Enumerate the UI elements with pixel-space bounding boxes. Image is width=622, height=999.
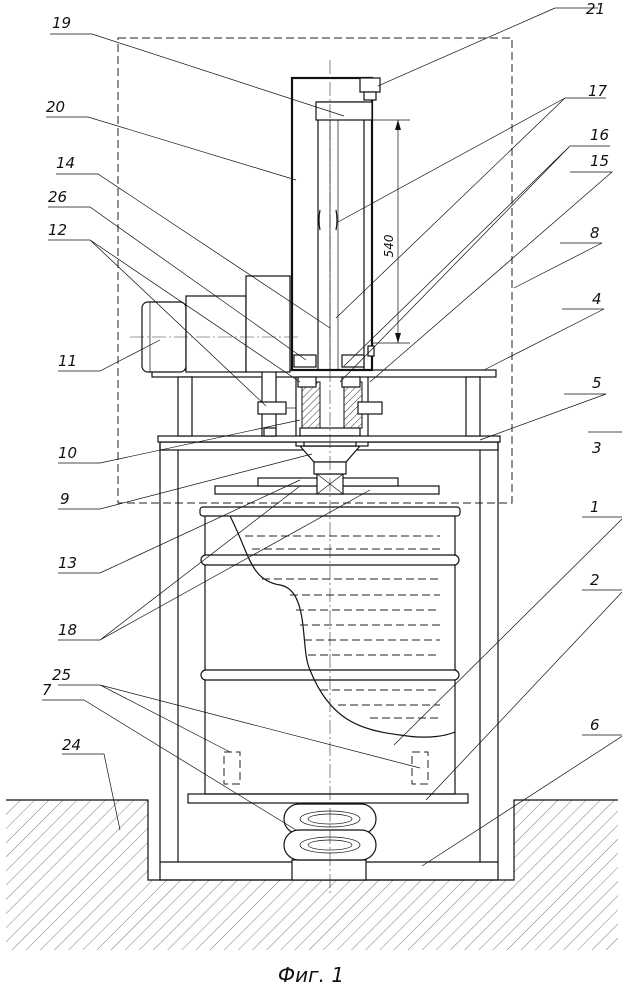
label-12: 12 — [48, 221, 67, 239]
dimension-540 — [370, 120, 410, 343]
label-4: 4 — [592, 290, 602, 308]
label-8: 8 — [590, 224, 600, 242]
label-5: 5 — [592, 374, 602, 392]
label-16: 16 — [590, 126, 609, 144]
label-9: 9 — [60, 490, 70, 508]
label-15: 15 — [590, 152, 609, 170]
clamp-disks — [215, 474, 439, 494]
label-21: 21 — [586, 0, 605, 18]
label-14: 14 — [56, 154, 75, 172]
label-1: 1 — [590, 498, 600, 516]
label-19: 19 — [52, 14, 71, 32]
label-18: 18 — [58, 621, 77, 639]
base-block — [292, 860, 366, 880]
label-26: 26 — [48, 188, 67, 206]
label-20: 20 — [46, 98, 65, 116]
dimension-value: 540 — [382, 234, 396, 257]
label-11: 11 — [58, 352, 77, 370]
label-6: 6 — [590, 716, 600, 734]
label-7: 7 — [42, 681, 52, 699]
label-13: 13 — [58, 554, 77, 572]
label-10: 10 — [58, 444, 77, 462]
label-17: 17 — [588, 82, 608, 100]
label-2: 2 — [590, 571, 600, 589]
barrel-platform — [188, 794, 468, 803]
label-24: 24 — [62, 736, 81, 754]
label-3: 3 — [592, 439, 602, 457]
guide-column — [292, 78, 380, 387]
figure-caption: Фиг. 1 — [278, 963, 344, 987]
label-25: 25 — [52, 666, 71, 684]
